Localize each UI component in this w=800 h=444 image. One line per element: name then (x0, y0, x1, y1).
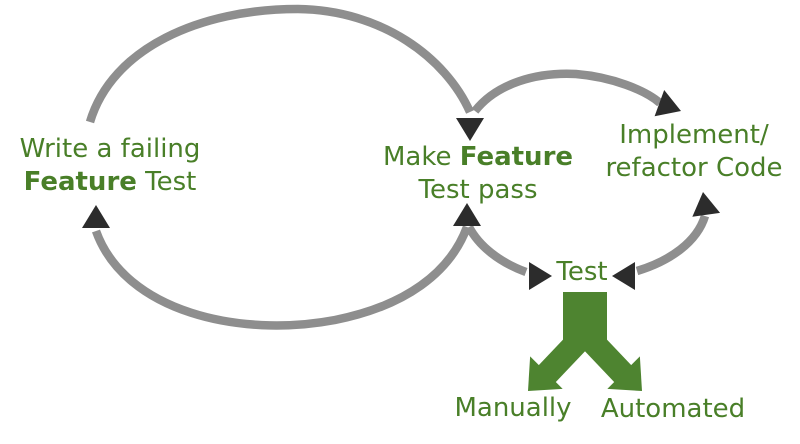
split-arrow-right-arm (578, 327, 634, 385)
arrowhead-into-refactor-bottom (692, 192, 721, 217)
write-failing-line2-bold: Feature (23, 167, 137, 197)
arrowhead-into-make-top (456, 118, 484, 141)
arrowhead-into-implement (654, 89, 681, 117)
arc-implement-test-link (635, 214, 710, 276)
write-failing-line1: Write a failing (19, 134, 201, 164)
arrowhead-into-make-bottom (453, 203, 481, 226)
arrowhead-into-test-right (612, 262, 635, 290)
test-split-arrow (528, 292, 642, 391)
node-write-failing-feature-test: Write a failing Feature Test (20, 133, 201, 199)
write-failing-line2: Feature Test (20, 166, 201, 199)
arc-write-to-make (85, 4, 474, 124)
implement-line2: refactor Code (605, 153, 783, 183)
arc-make-to-implement (471, 69, 663, 114)
node-make-feature-test-pass: Make Feature Test pass (383, 141, 573, 207)
automated-label: Automated (600, 394, 746, 424)
node-implement-refactor-code: Implement/ refactor Code (605, 119, 782, 185)
arrowheads (82, 89, 721, 290)
cycle-arcs (85, 4, 710, 330)
manually-label: Manually (454, 393, 572, 423)
arc-make-to-write (92, 225, 471, 330)
node-test: Test (556, 256, 607, 289)
arc-make-test-link (465, 224, 528, 276)
make-pass-line2: Test pass (418, 175, 538, 205)
make-pass-line1: Make Feature (383, 141, 573, 174)
implement-line1: Implement/ (619, 120, 769, 150)
write-failing-line2-rest: Test (136, 167, 197, 197)
arrowhead-into-test-left (529, 262, 552, 290)
node-manually: Manually (454, 392, 571, 425)
split-arrow-left-head (528, 356, 563, 391)
make-pass-line1-bold: Feature (459, 142, 574, 172)
split-arrow-left-arm (536, 327, 592, 385)
test-label: Test (556, 257, 608, 287)
arrowhead-into-write (82, 205, 110, 228)
make-pass-line1-pre: Make (382, 142, 460, 172)
node-automated: Automated (601, 393, 745, 426)
split-arrow-right-head (607, 356, 642, 391)
